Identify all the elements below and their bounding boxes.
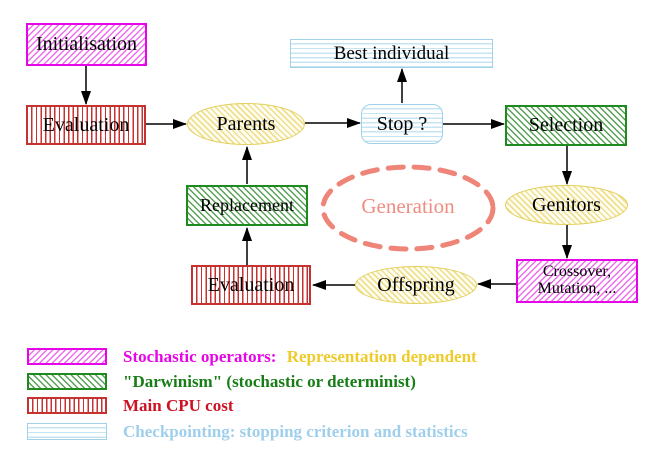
- node-crossover-mutation: Crossover, Mutation, ...: [516, 259, 638, 303]
- legend-label-checkpointing: Checkpointing: stopping criterion and st…: [123, 422, 468, 441]
- crossover-line1: Crossover,: [542, 263, 612, 281]
- legend-swatch-stochastic-operators: [27, 348, 107, 365]
- node-best-individual: Best individual: [290, 39, 493, 68]
- node-replacement: Replacement: [186, 185, 308, 226]
- legend-label-darwinism: "Darwinism" (stochastic or determinist): [123, 372, 416, 391]
- node-selection: Selection: [505, 105, 627, 146]
- node-evaluation-top: Evaluation: [26, 105, 146, 145]
- node-offspring: Offspring: [355, 266, 477, 304]
- node-parents: Parents: [187, 103, 305, 145]
- legend-label-representation-dependent: Representation dependent: [286, 347, 477, 366]
- legend-label-main-cpu-cost: Main CPU cost: [123, 396, 234, 415]
- node-genitors: Genitors: [505, 185, 628, 225]
- legend-label-stochastic-operators: Stochastic operators: Representation dep…: [123, 346, 477, 367]
- legend-swatch-darwinism: [27, 373, 107, 390]
- legend-swatch-main-cpu-cost: [27, 397, 107, 414]
- node-stop: Stop ?: [361, 104, 443, 144]
- legend-swatch-checkpointing: [27, 423, 107, 440]
- node-initialisation: Initialisation: [26, 23, 147, 66]
- generation-label: Generation: [361, 194, 455, 218]
- node-evaluation-bottom: Evaluation: [191, 265, 311, 305]
- crossover-line2: Mutation, ...: [537, 280, 617, 297]
- legend-label-stochastic-operators-primary: Stochastic operators:: [123, 347, 277, 366]
